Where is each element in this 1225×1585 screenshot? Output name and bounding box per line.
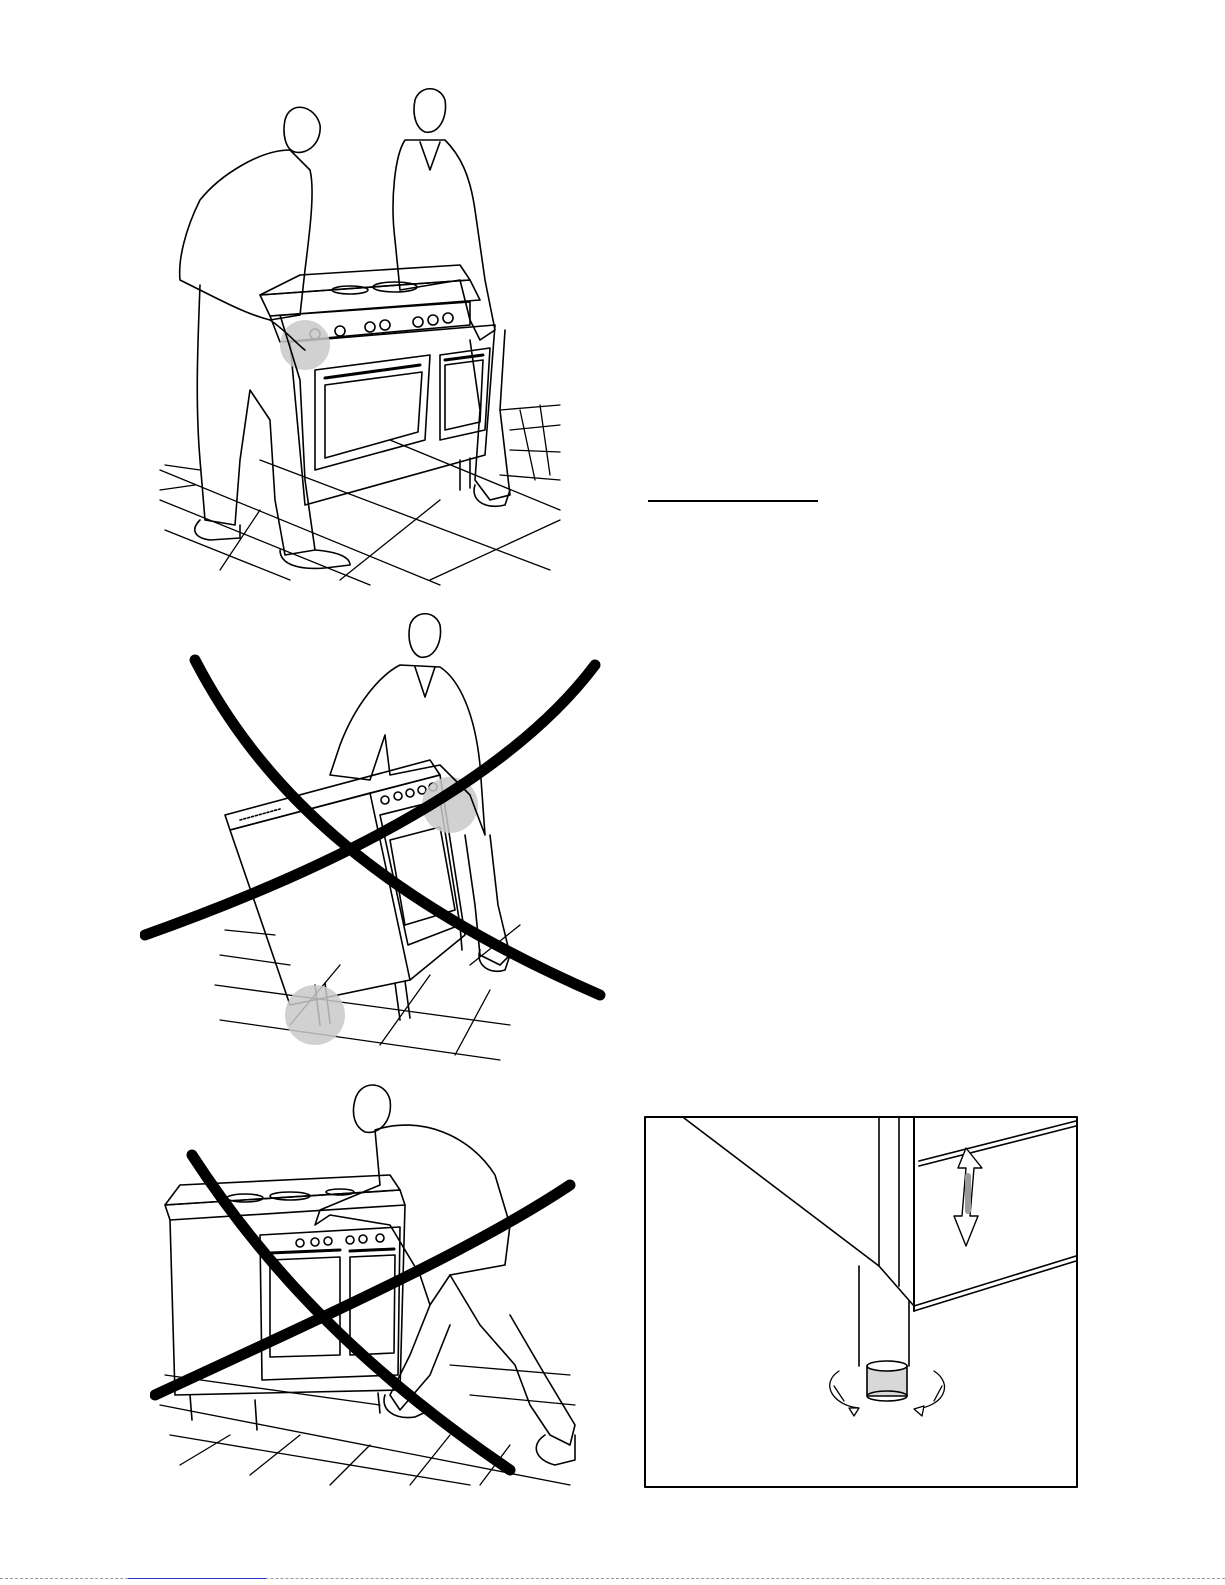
grip-highlight-left	[280, 320, 330, 370]
floor-tiles	[160, 405, 560, 585]
floor-tiles	[215, 925, 520, 1060]
cooker-lifted	[260, 265, 495, 505]
adjust-height-arrow-icon	[954, 1148, 982, 1246]
illustration-correct-lift	[140, 80, 580, 590]
page-link-underline	[128, 1578, 266, 1579]
cross-out-mark	[145, 660, 600, 995]
illustration-levelling-foot	[644, 1116, 1078, 1488]
leg-highlight	[285, 985, 345, 1045]
illustration-wrong-tilt	[140, 605, 610, 1065]
detail-frame	[645, 1117, 1077, 1487]
illustration-wrong-push	[150, 1075, 590, 1495]
section-rule	[648, 500, 818, 502]
person-pushing	[315, 1085, 575, 1465]
